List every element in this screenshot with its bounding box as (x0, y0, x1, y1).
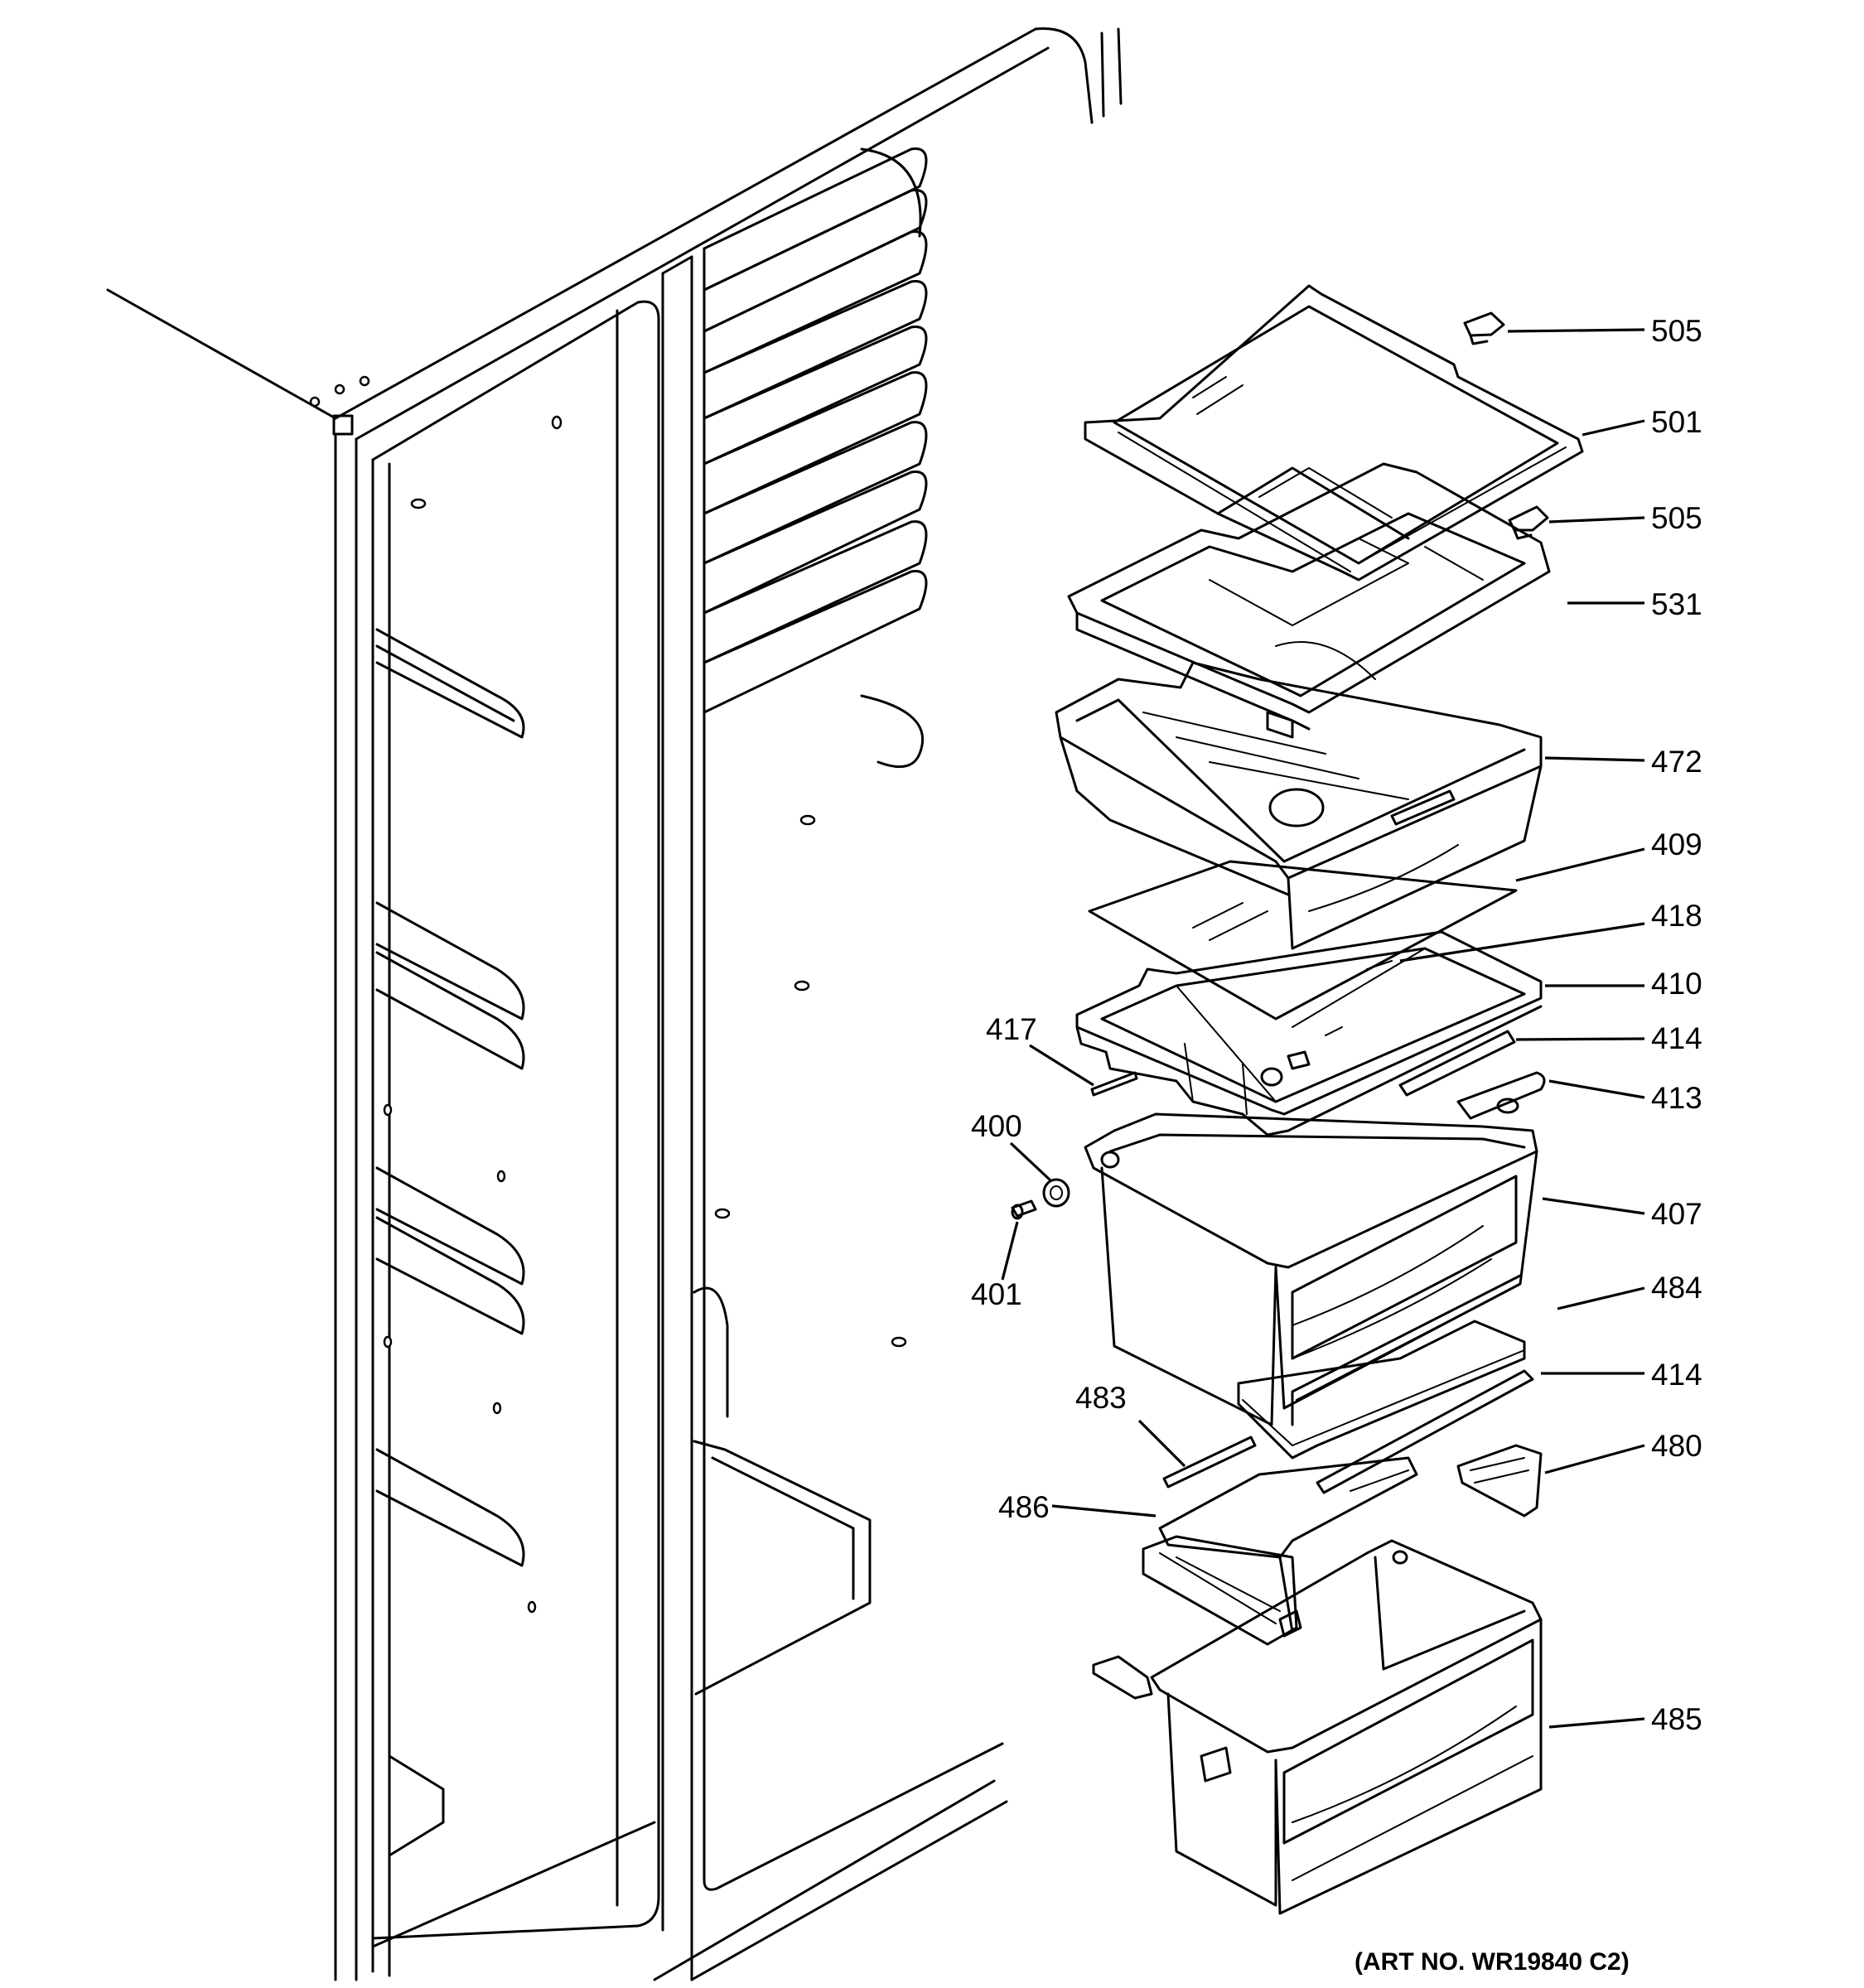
drawer-pan-472 (1055, 661, 1543, 950)
bracket-480 (1456, 1444, 1543, 1518)
rod-483 (1162, 1436, 1257, 1489)
part-label-414-lower: 414 (1651, 1358, 1702, 1392)
handle-413 (1456, 1071, 1546, 1120)
slide-assembly-486 (1142, 1456, 1418, 1646)
pin-418 (1366, 960, 1393, 970)
seal-strip-414-lower (1316, 1369, 1534, 1494)
seal-strip-414 (1398, 1030, 1516, 1097)
glass-panel-409 (1088, 860, 1518, 1021)
art-number: (ART NO. WR19840 C2) (1355, 1948, 1630, 1976)
part-label-484: 484 (1651, 1271, 1702, 1305)
exploded-parts (1011, 284, 1584, 1915)
part-label-409: 409 (1651, 828, 1702, 861)
screw-401 (1011, 1199, 1037, 1220)
cover-484 (1237, 1320, 1526, 1460)
part-label-505: 505 (1651, 501, 1702, 535)
bottom-drawer-485 (1092, 1539, 1543, 1915)
part-label-413: 413 (1651, 1081, 1702, 1115)
crisper-drawer-407 (1084, 1112, 1538, 1426)
crisper-frame-410 (1075, 930, 1543, 1136)
glass-shelf-501 (1084, 284, 1584, 581)
rod-417 (1090, 1071, 1138, 1097)
leader-lines (1001, 328, 1645, 1729)
part-label-407: 407 (1651, 1197, 1702, 1231)
part-label-483: 483 (1075, 1381, 1127, 1415)
part-label-400: 400 (971, 1109, 1022, 1143)
part-labels: 505 501 505 531 472 409 418 410 414 413 … (971, 314, 1702, 1976)
shelf-clip-top-505 (1463, 311, 1505, 345)
part-label-410: 410 (1651, 967, 1702, 1001)
part-label-401: 401 (971, 1277, 1022, 1311)
part-label-531: 531 (1651, 587, 1702, 621)
part-label-505-top: 505 (1651, 314, 1702, 348)
part-label-472: 472 (1651, 745, 1702, 779)
part-label-480: 480 (1651, 1429, 1702, 1463)
refrigerator-cabinet (106, 27, 1123, 1981)
part-label-485: 485 (1651, 1702, 1702, 1736)
part-label-501: 501 (1651, 405, 1702, 439)
drawer-cover-531 (1067, 462, 1551, 739)
part-label-486: 486 (998, 1490, 1050, 1524)
part-label-414: 414 (1651, 1021, 1702, 1055)
shelf-clip-505 (1508, 505, 1549, 540)
part-label-418: 418 (1651, 899, 1702, 933)
cam-400 (1042, 1178, 1070, 1208)
part-label-417: 417 (986, 1012, 1037, 1046)
